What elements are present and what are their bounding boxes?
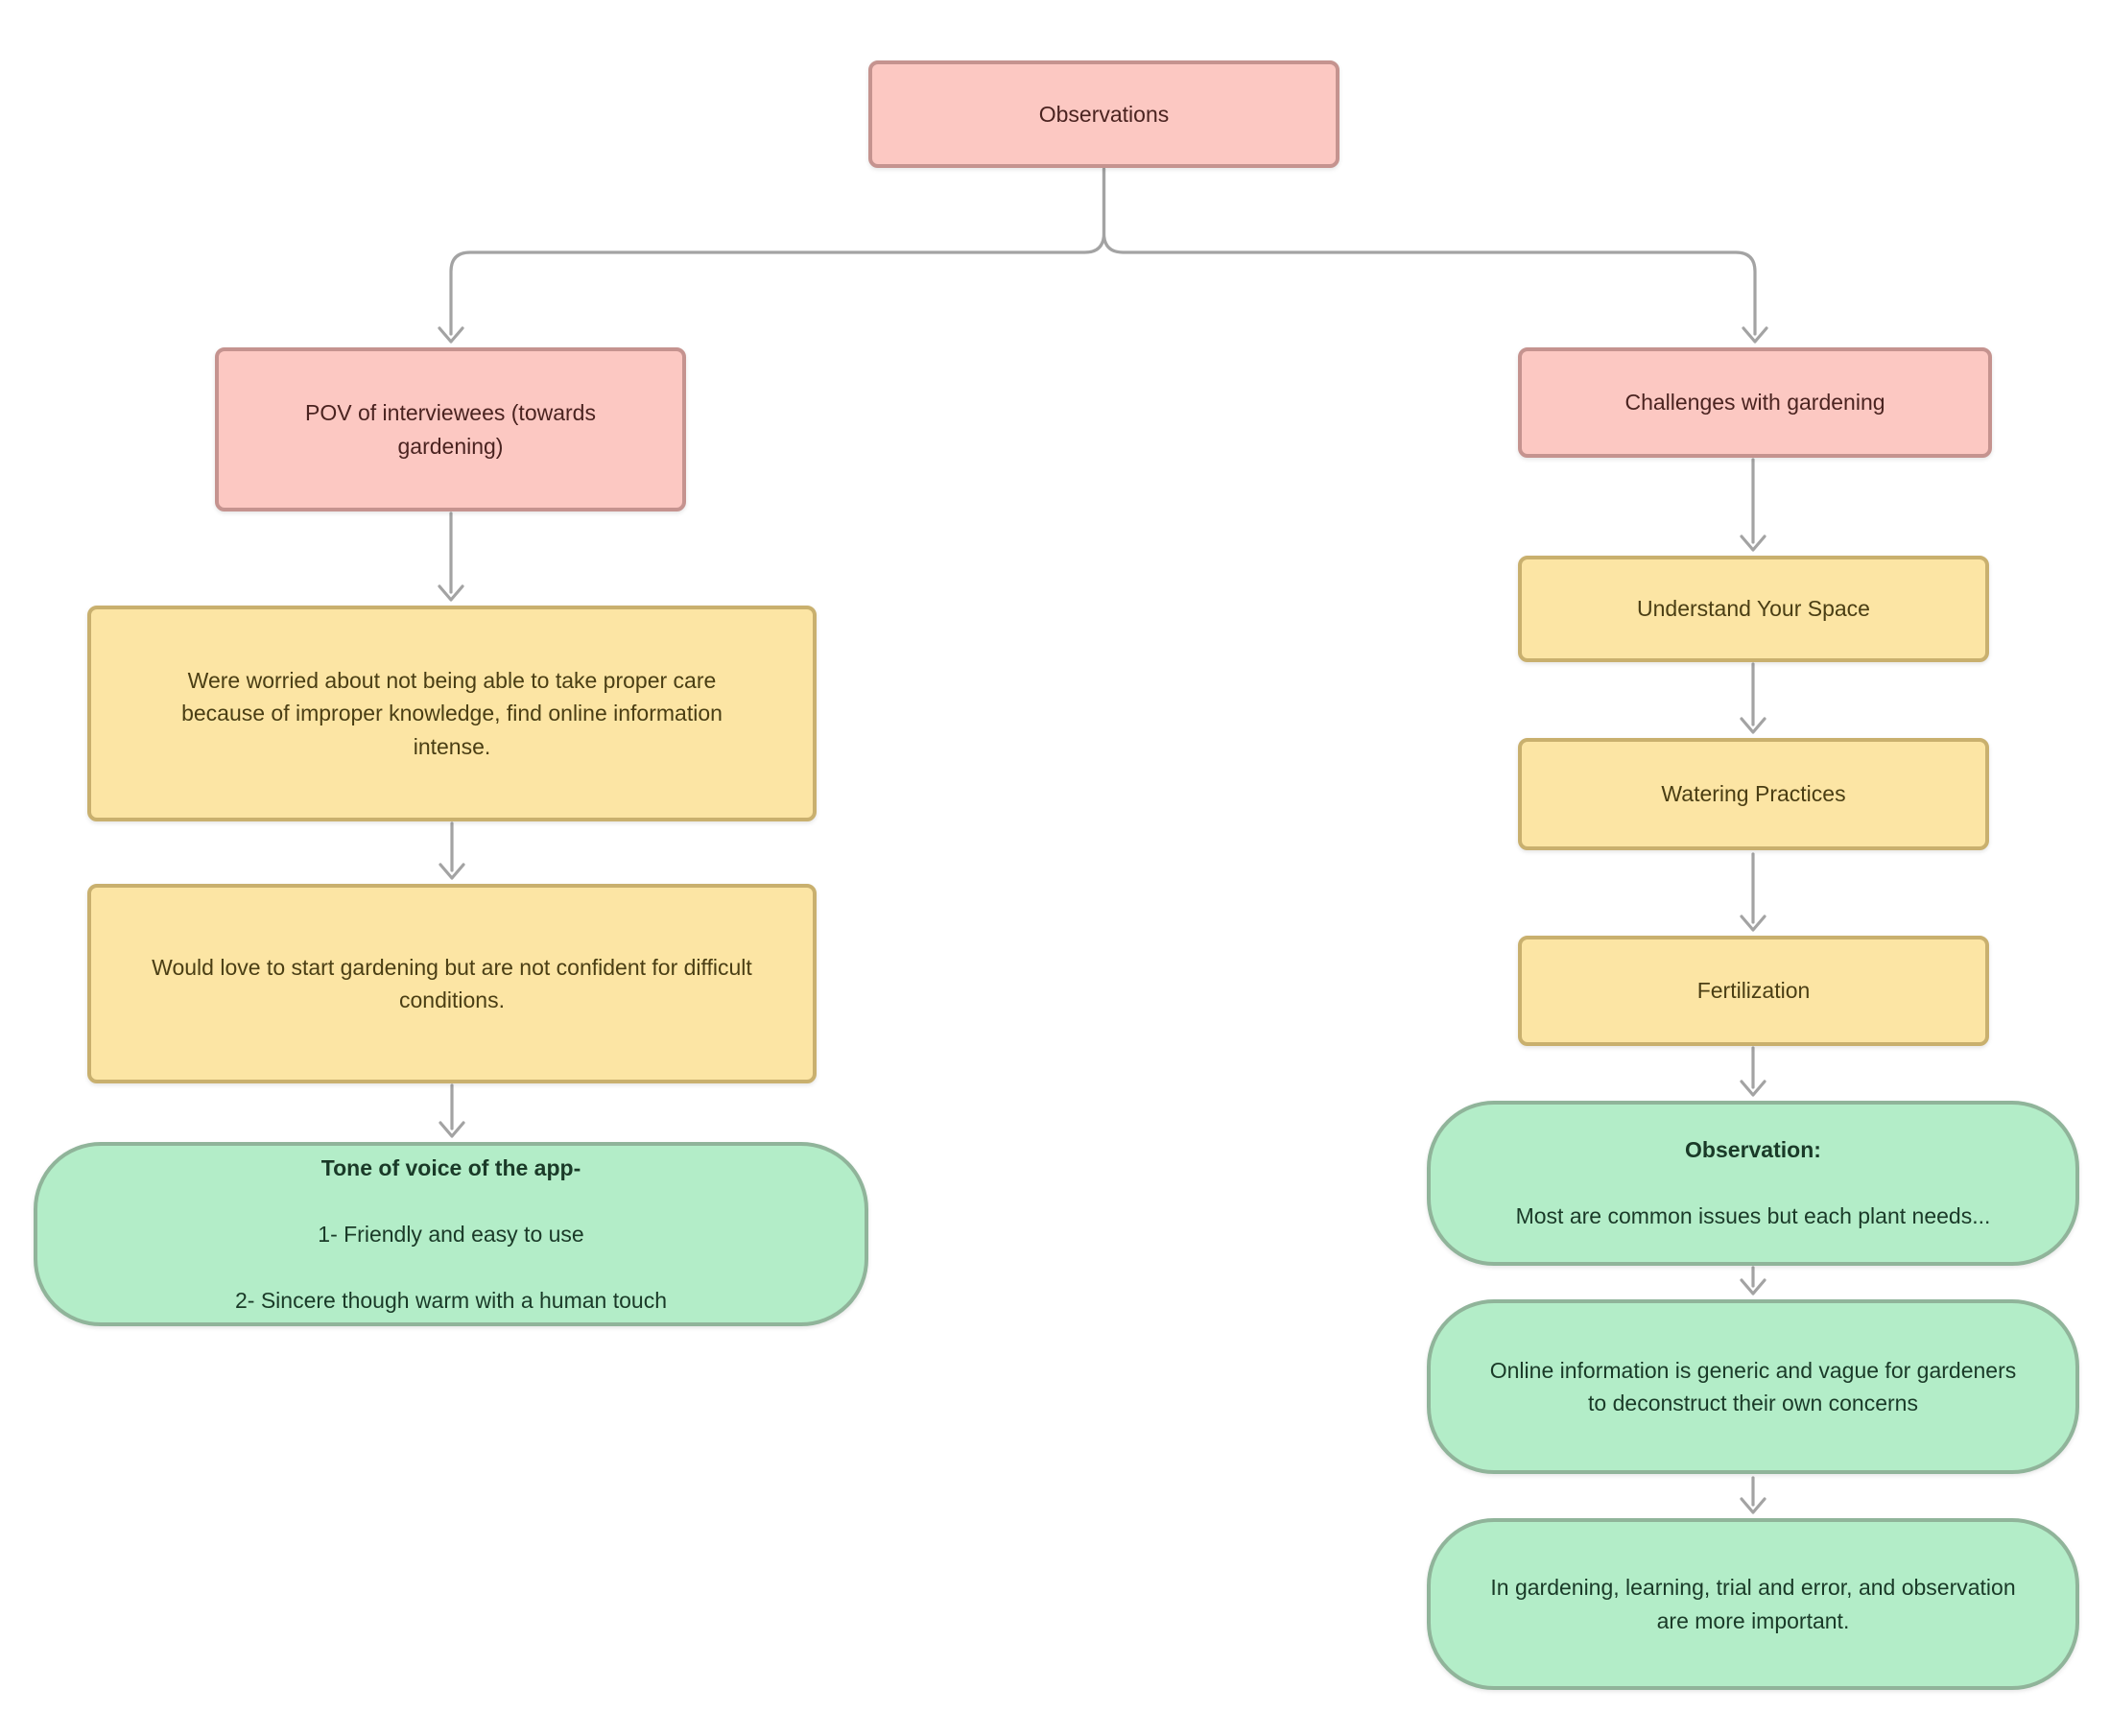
- edge-observations-to-pov: [449, 167, 1106, 336]
- node-online-info-generic[interactable]: Online information is generic and vague …: [1427, 1299, 2079, 1474]
- edge-fertilization-to-observation-note-arrowhead: [1740, 1080, 1766, 1097]
- node-tone-label: Tone of voice of the app- 1- Friendly an…: [216, 1118, 686, 1350]
- node-pov-label: POV of interviewees (towards gardening): [305, 400, 596, 459]
- node-challenges-with-gardening[interactable]: Challenges with gardening: [1518, 347, 1992, 458]
- node-challenges-label: Challenges with gardening: [1624, 390, 1885, 416]
- node-trial-and-error[interactable]: In gardening, learning, trial and error,…: [1427, 1518, 2079, 1690]
- node-tone-title: Tone of voice of the app-: [320, 1154, 581, 1180]
- node-observation-note-body: Most are common issues but each plant ne…: [1515, 1203, 1991, 1229]
- node-watering-label: Watering Practices: [1661, 781, 1846, 807]
- node-tone-item-1: 1- Friendly and easy to use: [318, 1221, 584, 1247]
- node-observation-note-label: Observation: Most are common issues but …: [1497, 1101, 2010, 1267]
- node-observations-label: Observations: [1038, 101, 1170, 127]
- node-observations[interactable]: Observations: [868, 60, 1339, 168]
- node-pov-of-interviewees[interactable]: POV of interviewees (towards gardening): [215, 347, 686, 511]
- node-worried-label: Were worried about not being able to tak…: [181, 667, 723, 759]
- edge-challenges-to-understand-arrowhead: [1740, 535, 1766, 552]
- node-online-info-label: Online information is generic and vague …: [1489, 1357, 2017, 1416]
- node-watering-practices[interactable]: Watering Practices: [1518, 738, 1989, 850]
- edge-understand-to-watering-arrowhead: [1740, 717, 1766, 734]
- edge-observations-to-pov-arrowhead: [438, 326, 464, 344]
- node-tone-of-voice[interactable]: Tone of voice of the app- 1- Friendly an…: [34, 1142, 868, 1326]
- node-observation-common-issues[interactable]: Observation: Most are common issues but …: [1427, 1101, 2079, 1266]
- node-fertilization[interactable]: Fertilization: [1518, 936, 1989, 1046]
- edge-pov-to-worried-arrowhead: [438, 584, 464, 602]
- node-fertilization-label: Fertilization: [1696, 978, 1811, 1004]
- edge-worried-to-would-love-arrowhead: [439, 863, 465, 880]
- edge-online-info-to-trial-error-arrowhead: [1740, 1497, 1766, 1514]
- node-trial-error-label: In gardening, learning, trial and error,…: [1490, 1575, 2016, 1633]
- node-would-love-label: Would love to start gardening but are no…: [152, 954, 752, 1013]
- edge-observations-to-challenges-arrowhead: [1742, 326, 1768, 344]
- edge-observation-note-to-online-info-arrowhead: [1740, 1278, 1766, 1296]
- node-would-love-to-start[interactable]: Would love to start gardening but are no…: [87, 884, 817, 1083]
- edge-watering-to-fertilization-arrowhead: [1740, 915, 1766, 932]
- edge-observations-to-challenges: [1102, 167, 1757, 336]
- node-understand-your-space[interactable]: Understand Your Space: [1518, 556, 1989, 662]
- node-tone-item-2: 2- Sincere though warm with a human touc…: [234, 1287, 668, 1313]
- node-understand-label: Understand Your Space: [1637, 596, 1870, 622]
- node-observation-note-title: Observation:: [1685, 1137, 1821, 1163]
- node-worried-improper-knowledge[interactable]: Were worried about not being able to tak…: [87, 606, 817, 821]
